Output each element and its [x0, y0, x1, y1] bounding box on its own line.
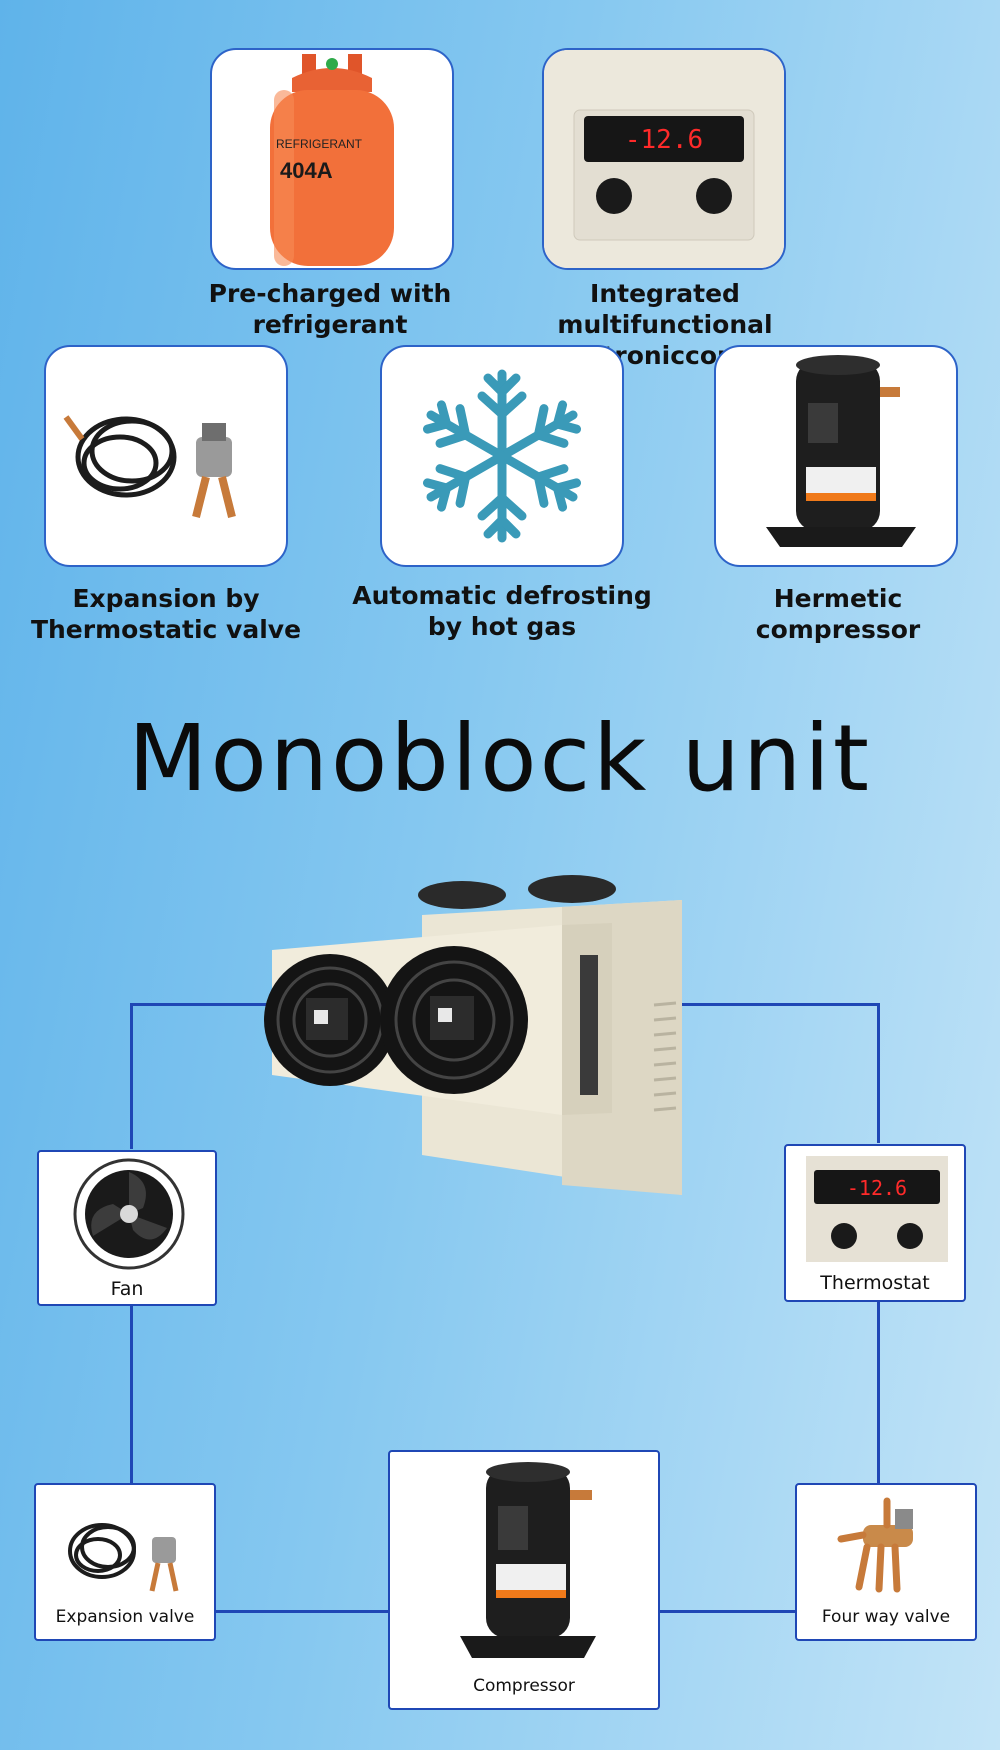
part-card-compressor: Compressor — [388, 1450, 660, 1710]
feature-caption-defrosting: Automatic defrosting by hot gas — [352, 581, 652, 641]
connector-line — [130, 1003, 270, 1006]
thermostat-icon: -12.6 — [806, 1156, 948, 1262]
connector-line — [130, 1003, 133, 1149]
part-label-compressor: Compressor — [473, 1676, 575, 1696]
page-title: Monoblock unit — [128, 705, 872, 812]
fan-icon — [73, 1158, 185, 1270]
connector-line — [877, 1300, 880, 1485]
part-label-fan: Fan — [110, 1278, 144, 1300]
connector-line — [212, 1610, 390, 1613]
refrigerant-tank-icon: REFRIGERANT 404A — [270, 54, 394, 266]
part-label-thermostat: Thermostat — [820, 1272, 930, 1294]
connector-line — [658, 1610, 798, 1613]
connector-line — [680, 1003, 880, 1006]
feature-card-defrosting — [380, 345, 624, 567]
part-card-four-way-valve: Four way valve — [795, 1483, 977, 1641]
part-label-four-way-valve: Four way valve — [821, 1607, 951, 1627]
compressor-icon — [766, 355, 916, 547]
feature-card-refrigerant: REFRIGERANT 404A — [210, 48, 454, 270]
feature-caption-refrigerant: Pre-charged with refrigerant — [208, 279, 452, 339]
part-card-thermostat: -12.6 Thermostat — [784, 1144, 966, 1302]
connector-line — [877, 1003, 880, 1143]
controller-icon: -12.6 — [544, 50, 784, 268]
compressor-icon — [460, 1462, 596, 1658]
feature-card-expansion-valve — [44, 345, 288, 567]
feature-card-electronic-control: -12.6 — [542, 48, 786, 270]
expansion-valve-icon — [63, 415, 236, 518]
feature-caption-expansion-valve: Expansion by Thermostatic valve — [30, 584, 302, 644]
part-card-fan: Fan — [37, 1150, 217, 1306]
tank-brand-text: REFRIGERANT — [276, 137, 363, 151]
part-label-expansion-valve: Expansion valve — [55, 1607, 195, 1627]
part-card-expansion-valve: Expansion valve — [34, 1483, 216, 1641]
fan-grille-left — [264, 954, 396, 1086]
tank-code-text: 404A — [280, 158, 333, 183]
four-way-valve-icon — [837, 1497, 913, 1593]
monoblock-unit-image — [264, 875, 682, 1195]
feature-caption-compressor: Hermetic compressor — [755, 584, 921, 644]
fan-grille-right — [380, 946, 528, 1094]
snowflake-icon — [382, 369, 622, 565]
feature-card-compressor — [714, 345, 958, 567]
thermostat-display-text: -12.6 — [847, 1176, 907, 1200]
expansion-valve-icon — [68, 1523, 179, 1592]
controller-display-text: -12.6 — [625, 125, 703, 155]
connector-line — [130, 1303, 133, 1483]
